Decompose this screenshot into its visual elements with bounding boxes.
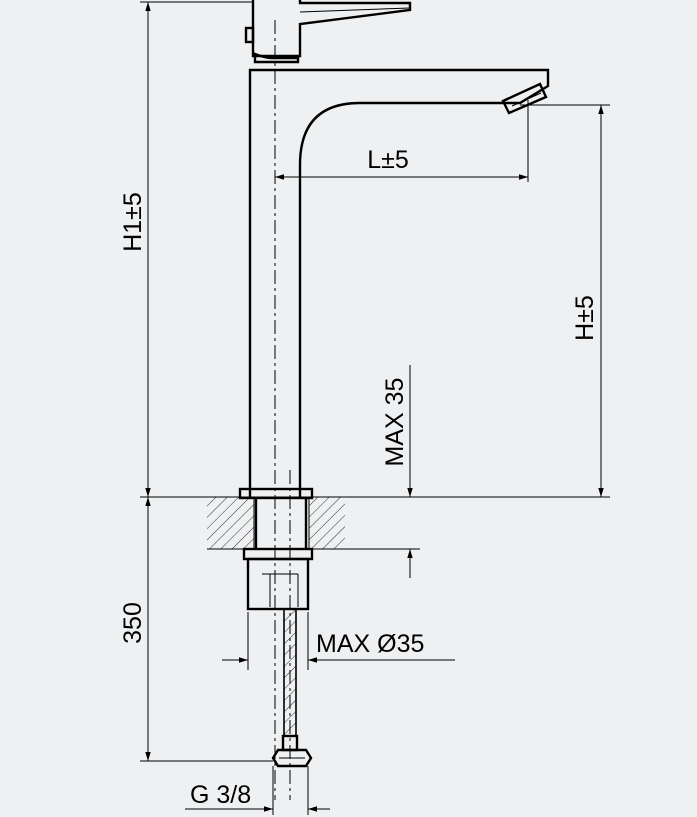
dim-label-max-diameter: MAX Ø35 — [316, 630, 424, 658]
dim-label-h1: H1±5 — [119, 192, 147, 252]
countertop — [207, 496, 345, 550]
extension-lines — [140, 1, 610, 815]
shank-and-nut — [242, 497, 314, 611]
lever-handle — [244, 0, 412, 64]
dim-label-l: L±5 — [367, 146, 409, 174]
dim-label-h: H±5 — [571, 295, 599, 341]
dim-label-max-35: MAX 35 — [381, 378, 409, 467]
dimension-lines — [145, 2, 604, 812]
faucet-body — [238, 68, 550, 500]
dim-label-350: 350 — [119, 602, 147, 644]
supply-hose — [271, 608, 313, 768]
dim-label-thread: G 3/8 — [190, 781, 251, 809]
